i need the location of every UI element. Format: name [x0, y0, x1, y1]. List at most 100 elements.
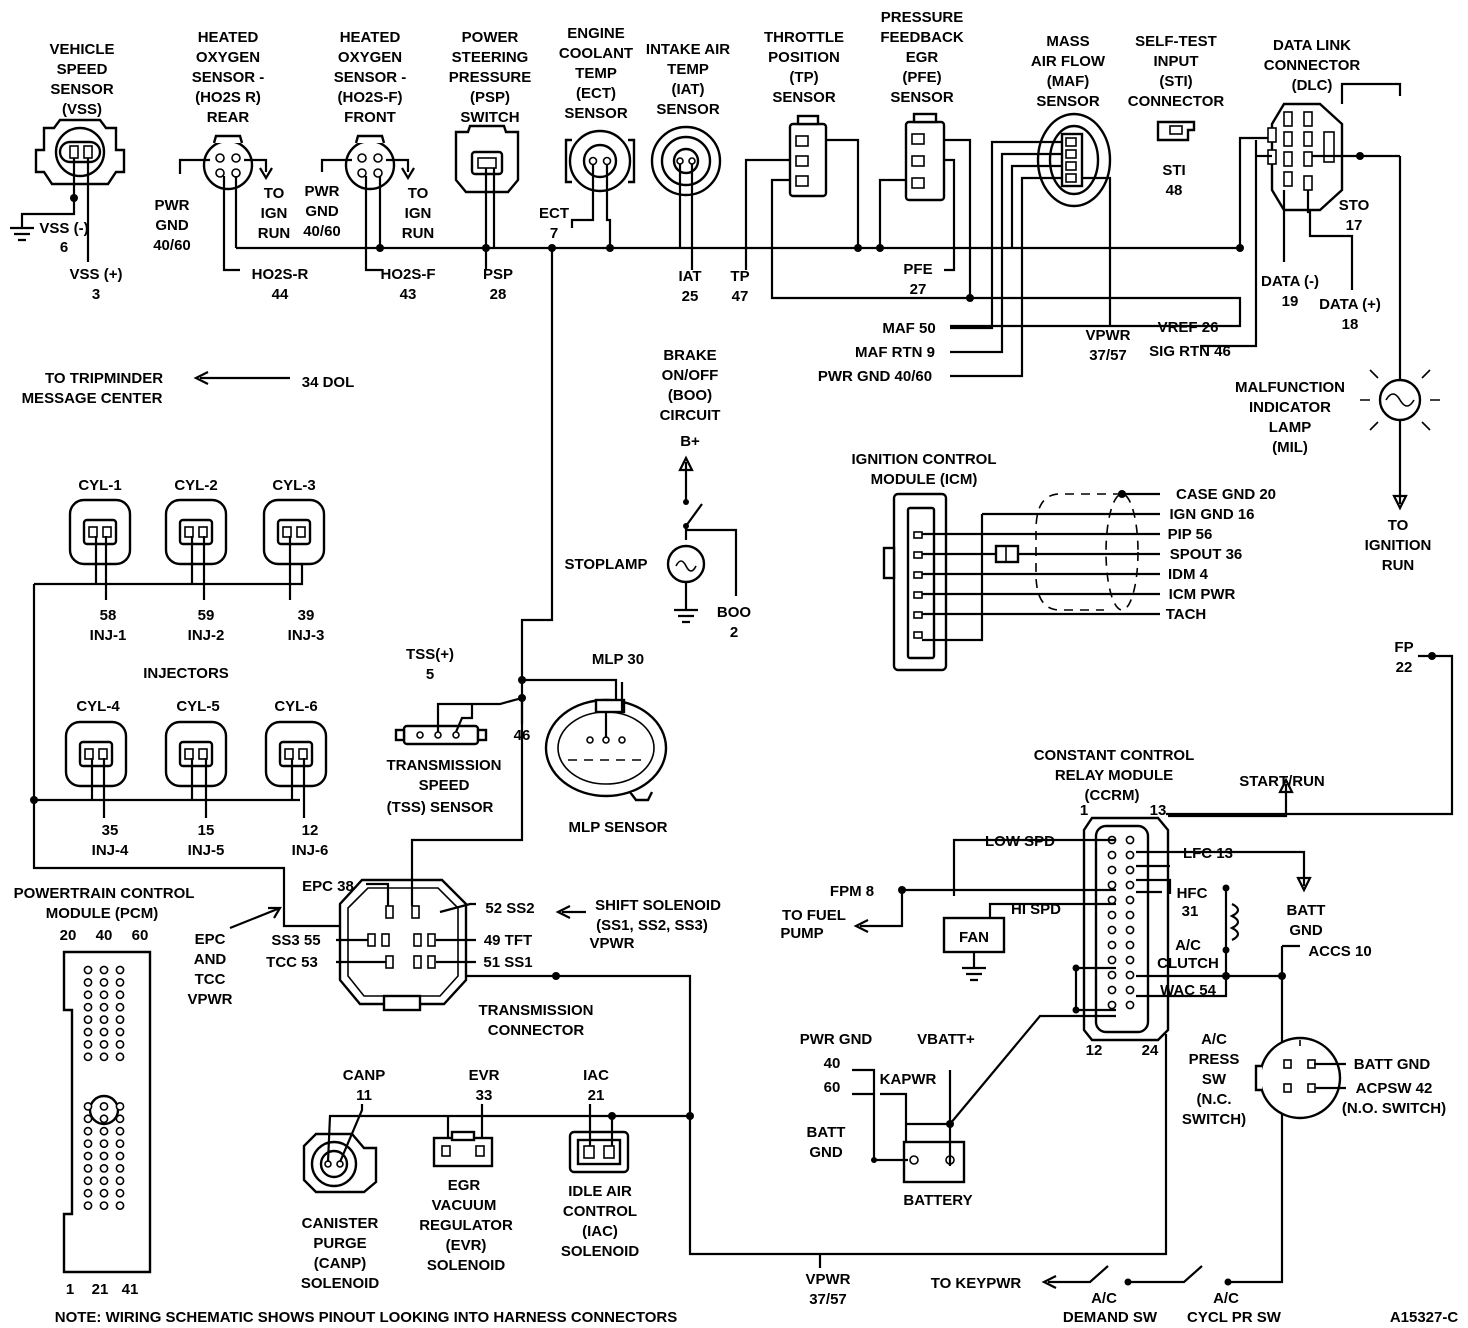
dlc-sig-rtn: SIG RTN 46	[1149, 343, 1231, 360]
cyl-1-label: CYL-1	[78, 477, 121, 494]
pcm-bottom-pin-2: 21	[92, 1281, 109, 1298]
vss-neg-label: VSS (-)	[39, 220, 88, 237]
iat-title-3: (IAT)	[671, 81, 704, 98]
injector-cyl-6	[264, 720, 328, 818]
cyl-5-label: CYL-5	[176, 698, 219, 715]
main-sensor-bus	[236, 136, 1268, 910]
ccrm-pin-12: 12	[1086, 1042, 1103, 1059]
tp-title-1: THROTTLE	[764, 29, 844, 46]
boo-circuit: BRAKE ON/OFF (BOO) CIRCUIT B+ STOPLAMP B…	[564, 347, 751, 641]
icm-line-7: TACH	[1166, 606, 1207, 623]
ccrm-fpm: FPM 8	[830, 883, 874, 900]
cyl-6-label: CYL-6	[274, 698, 317, 715]
ho2s-r-pwr-2: GND	[155, 217, 189, 234]
iac-solenoid: IAC 21 IDLE AIR CONTROL (IAC) SOLENOID	[561, 1067, 640, 1260]
pcm-title-1: POWERTRAIN CONTROL	[14, 885, 195, 902]
maf-line-2: MAF RTN 9	[855, 344, 935, 361]
ho2s-f-title-3: SENSOR -	[334, 69, 407, 86]
icm-line-1: CASE GND 20	[1176, 486, 1276, 503]
icm-line-3: PIP 56	[1168, 526, 1213, 543]
battery-vbatt: VBATT+	[917, 1031, 975, 1048]
tp-title-2: POSITION	[768, 49, 840, 66]
cyl-2-label: CYL-2	[174, 477, 217, 494]
icm-line-6: ICM PWR	[1169, 586, 1236, 603]
pcm-pin	[83, 1015, 93, 1024]
pcm-pin	[115, 1027, 125, 1037]
dlc-sto: STO	[1339, 197, 1370, 214]
injector-cyl-2	[164, 498, 228, 600]
inj-3-num: 39	[298, 607, 315, 624]
vss-title-1: VEHICLE	[49, 41, 114, 58]
evr-title-3: REGULATOR	[419, 1217, 513, 1234]
iac-title-2: CONTROL	[563, 1203, 637, 1220]
demand-sw-1: A/C	[1091, 1290, 1117, 1307]
pcm-pin	[115, 1188, 125, 1198]
battery-batt-gnd-1: BATT	[807, 1124, 846, 1141]
pcm-pin	[83, 1040, 93, 1049]
vss-pos-num: 3	[92, 286, 100, 303]
iat-sensor: INTAKE AIR TEMP (IAT) SENSOR IAT 25	[646, 41, 730, 305]
vss-title-2: SPEED	[57, 61, 108, 78]
tp-pin: TP	[730, 268, 749, 285]
canp-num: 11	[356, 1087, 372, 1104]
ho2s-r-ign-2: IGN	[261, 205, 288, 222]
vss-neg-num: 6	[60, 239, 68, 256]
iat-title-1: INTAKE AIR	[646, 41, 730, 58]
ho2s-f-pwr-1: PWR	[305, 183, 340, 200]
epc-label-4: VPWR	[188, 991, 233, 1008]
maf-line-1: MAF 50	[882, 320, 935, 337]
ccrm-pin	[1107, 865, 1117, 875]
evr-solenoid: EVR 33 EGR VACUUM REGULATOR (EVR) SOLENO…	[419, 1067, 513, 1274]
boo-title-4: CIRCUIT	[660, 407, 721, 424]
epc-label-3: TCC	[195, 971, 226, 988]
inj-4-name: INJ-4	[92, 842, 129, 859]
maf-vpwr-1: VPWR	[1086, 327, 1131, 344]
ccrm-pin	[1125, 940, 1135, 950]
pcm-pin	[99, 965, 109, 975]
ccrm-pin	[1107, 955, 1117, 965]
ccrm-pin	[1107, 1000, 1117, 1010]
dlc-data-neg-num: 19	[1282, 293, 1299, 310]
footer-note: NOTE: WIRING SCHEMATIC SHOWS PINOUT LOOK…	[55, 1309, 678, 1326]
ccrm-pin	[1125, 835, 1135, 845]
ho2s-f-title-2: OXYGEN	[338, 49, 402, 66]
tss-wire: 46	[514, 727, 531, 744]
pcm-pin	[83, 1102, 93, 1111]
pfe-title-3: EGR	[906, 49, 939, 66]
ac-press-type: (N.O. SWITCH)	[1342, 1100, 1446, 1117]
fp-pin: FP	[1394, 639, 1413, 656]
ccrm-hfc-2: 31	[1182, 903, 1199, 920]
trans-pin-ss3: SS3 55	[271, 932, 320, 949]
sti-title-2: INPUT	[1154, 53, 1199, 70]
battery-kapwr: KAPWR	[880, 1071, 937, 1088]
evr-title-4: (EVR)	[446, 1237, 487, 1254]
ho2s-f-num: 43	[400, 286, 417, 303]
cyl-4-label: CYL-4	[76, 698, 120, 715]
mil-title-3: LAMP	[1269, 419, 1312, 436]
cycl-sw-1: A/C	[1213, 1290, 1239, 1307]
canp-title-4: SOLENOID	[301, 1275, 380, 1292]
injector-cyl-4	[64, 720, 128, 818]
pcm-pin	[115, 1114, 125, 1124]
pcm-pin	[83, 1139, 93, 1148]
icm-line-5: IDM 4	[1168, 566, 1209, 583]
ccrm-title-2: RELAY MODULE	[1055, 767, 1173, 784]
mlp-title: MLP SENSOR	[569, 819, 668, 836]
ho2s-rear-sensor: HEATED OXYGEN SENSOR - (HO2S R) REAR PWR…	[153, 29, 308, 303]
evr-pin: EVR	[469, 1067, 500, 1084]
pcm-pin	[115, 1002, 125, 1012]
sti-title-1: SELF-TEST	[1135, 33, 1217, 50]
ac-press-title-4: (N.C.	[1197, 1091, 1232, 1108]
tp-title-3: (TP)	[789, 69, 818, 86]
inj-1-name: INJ-1	[90, 627, 127, 644]
pcm-pin	[115, 1126, 125, 1136]
psp-title-3: PRESSURE	[449, 69, 532, 86]
transmission-connector: TRANSMISSION CONNECTOR EPC 38 SS3 55 TCC…	[188, 878, 1168, 1256]
pcm-pin	[115, 1151, 125, 1161]
iac-num: 21	[588, 1087, 605, 1104]
pcm-pin	[115, 1176, 125, 1186]
vss-sensor: VEHICLE SPEED SENSOR (VSS) VSS (-) 6 VSS…	[10, 41, 126, 303]
ho2s-r-title-4: (HO2S R)	[195, 89, 261, 106]
